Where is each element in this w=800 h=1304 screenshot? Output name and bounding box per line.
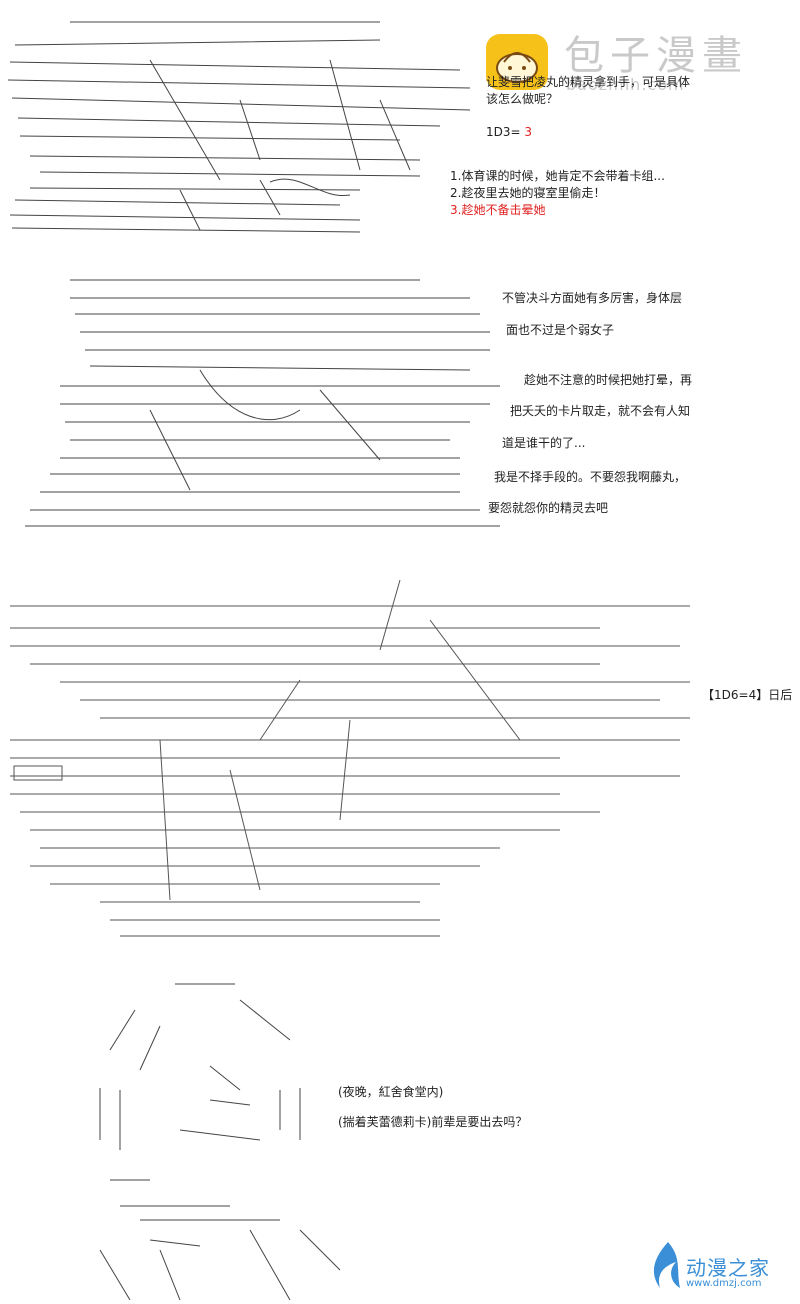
ascii-art-dark-scene	[10, 579, 690, 937]
option-item-selected: 3.趁她不备击晕她	[450, 203, 546, 217]
panel-1-options: 1.体育课的时候，她肯定不会带着卡组... 2.趁夜里去她的寝室里偷走！ 3.趁…	[450, 168, 665, 219]
dice-label: 1D3=	[486, 125, 521, 139]
panel-2-line-2: 面也不过是个弱女子	[506, 322, 614, 339]
dialogue-line: (揣着芙蕾德莉卡)前辈是要出去吗？	[338, 1115, 528, 1129]
baozi-watermark: 包子漫畫 baozimh.com	[486, 34, 776, 94]
panel-2-block-6: 我是不择手段的。不要怨我啊藤丸，	[494, 469, 686, 486]
option-item: 2.趁夜里去她的寝室里偷走！	[450, 186, 606, 200]
ascii-art-standing-girl	[99, 983, 341, 1300]
ascii-art-figure-closeup	[25, 279, 500, 527]
panel-2-block-4: 把夭夭的卡片取走，就不会有人知	[510, 403, 690, 420]
narration-line: 该怎么做呢？	[486, 92, 559, 106]
panel-2-block-5: 道是谁干的了...	[502, 435, 585, 452]
narration-line: 把夭夭的卡片取走，就不会有人知	[510, 404, 691, 418]
dmzj-watermark: 动漫之家 www.dmzj.com	[646, 1240, 796, 1296]
panel-2: 不管决斗方面她有多厉害，身体层 面也不过是个弱女子 趁她不注意的时候把她打晕，再…	[0, 260, 800, 550]
panel-4: (夜晚，紅舍食堂内) (揣着芙蕾德莉卡)前辈是要出去吗？	[0, 970, 800, 1304]
panel-2-block-3: 趁她不注意的时候把她打晕，再	[524, 372, 692, 389]
footer-logo-title: 动漫之家	[686, 1256, 770, 1280]
watermark-title: 包子漫畫	[564, 33, 748, 79]
ascii-art-fallen-figure	[7, 21, 471, 233]
dice-value: 3	[524, 125, 533, 139]
panel-2-block-7: 要怨就怨你的精灵去吧	[488, 500, 608, 517]
narration-line: 要怨就怨你的精灵去吧	[488, 501, 609, 515]
panel-1-text: 让斐雪把凌丸的精灵拿到手，可是具体 该怎么做呢？ 1D3= 3	[486, 74, 690, 141]
flame-logo-icon	[653, 1242, 680, 1288]
dice-roll: 1D3= 3	[486, 124, 690, 141]
narration-line: (夜晚，紅舍食堂内)	[338, 1085, 444, 1099]
panel-2-line-1: 不管决斗方面她有多厉害，身体层	[502, 290, 682, 307]
narration-line: 道是谁干的了...	[502, 436, 586, 450]
narration-line: 趁她不注意的时候把她打晕，再	[524, 373, 693, 387]
watermark-url: baozimh.com	[566, 75, 685, 94]
narration-line: 不管决斗方面她有多厉害，身体层	[502, 291, 683, 305]
panel-3: 【1D6=4】日后	[0, 570, 800, 950]
narration-line: 面也不过是个弱女子	[506, 323, 615, 337]
narration-line: 我是不择手段的。不要怨我啊藤丸，	[494, 470, 687, 484]
footer-logo-url: www.dmzj.com	[686, 1278, 762, 1289]
panel-4-text: (夜晚，紅舍食堂内) (揣着芙蕾德莉卡)前辈是要出去吗？	[338, 1084, 527, 1131]
panel-1: 包子漫畫 baozimh.com 让斐雪把凌丸的精灵拿到手，可是具体 该怎么做呢…	[0, 0, 800, 250]
bun-logo-icon	[486, 34, 548, 90]
narration-line: 让斐雪把凌丸的精灵拿到手，可是具体	[486, 75, 691, 89]
option-item: 1.体育课的时候，她肯定不会带着卡组...	[450, 169, 665, 183]
dice-result-tag: 【1D6=4】日后	[702, 688, 793, 702]
